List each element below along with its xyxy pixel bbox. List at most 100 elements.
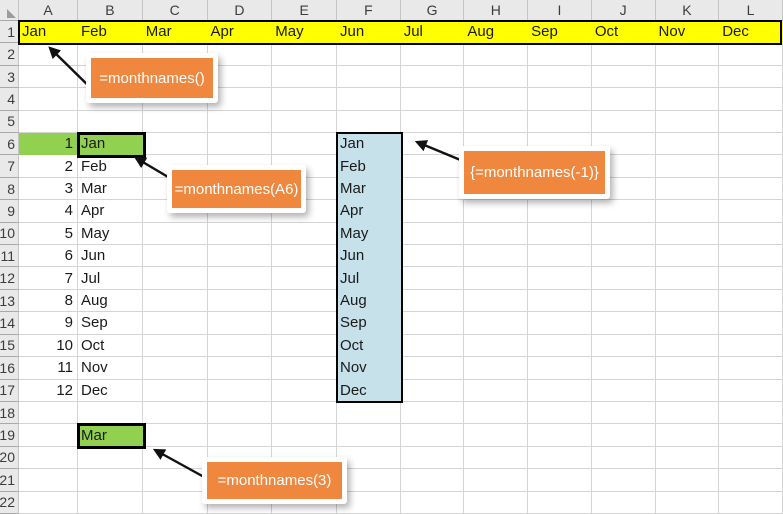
cell-G4[interactable] xyxy=(400,88,465,111)
cell-G7[interactable] xyxy=(400,155,465,178)
cell-J13[interactable] xyxy=(591,289,656,313)
cell-I11[interactable] xyxy=(528,245,592,268)
row-header-17[interactable]: 17 xyxy=(0,379,19,402)
row-header-11[interactable]: 11 xyxy=(0,245,19,268)
cell-F16[interactable]: Nov xyxy=(337,357,401,380)
cell-B12[interactable]: Jul xyxy=(78,267,143,290)
column-header-D[interactable]: D xyxy=(207,0,273,21)
cell-K12[interactable] xyxy=(655,267,720,290)
cell-A18[interactable] xyxy=(19,401,78,425)
cell-D6[interactable] xyxy=(207,133,273,156)
cell-F6[interactable]: Jan xyxy=(337,133,401,156)
cell-A11[interactable]: 6 xyxy=(19,245,78,268)
row-header-5[interactable]: 5 xyxy=(0,110,19,134)
callout-monthnames-3[interactable]: =monthnames(3) xyxy=(202,457,347,504)
row-header-10[interactable]: 10 xyxy=(0,222,19,246)
cell-H13[interactable] xyxy=(464,289,529,313)
cell-F5[interactable] xyxy=(337,110,401,134)
cell-F13[interactable]: Aug xyxy=(337,289,401,313)
cell-L18[interactable] xyxy=(719,401,783,425)
cell-E19[interactable] xyxy=(272,424,337,447)
cell-K19[interactable] xyxy=(655,424,720,447)
cell-G20[interactable] xyxy=(400,446,465,470)
cell-C21[interactable] xyxy=(142,469,208,492)
cell-L4[interactable] xyxy=(719,88,783,111)
row-header-19[interactable]: 19 xyxy=(0,424,19,447)
cell-I21[interactable] xyxy=(528,469,592,492)
cell-C10[interactable] xyxy=(142,222,208,246)
cell-B11[interactable]: Jun xyxy=(78,245,143,268)
cell-D17[interactable] xyxy=(207,379,273,402)
cell-J14[interactable] xyxy=(591,312,656,335)
cell-F7[interactable]: Feb xyxy=(337,155,401,178)
cell-A14[interactable]: 9 xyxy=(19,312,78,335)
cell-G21[interactable] xyxy=(400,469,465,492)
cell-E2[interactable] xyxy=(272,43,337,66)
cell-B22[interactable] xyxy=(78,491,143,514)
cell-C6[interactable] xyxy=(142,133,208,156)
cell-J11[interactable] xyxy=(591,245,656,268)
cell-G11[interactable] xyxy=(400,245,465,268)
cell-K20[interactable] xyxy=(655,446,720,470)
column-header-H[interactable]: H xyxy=(464,0,529,21)
cell-F3[interactable] xyxy=(337,65,401,89)
cell-J19[interactable] xyxy=(591,424,656,447)
row-header-22[interactable]: 22 xyxy=(0,491,19,514)
cell-G8[interactable] xyxy=(400,177,465,201)
cell-L21[interactable] xyxy=(719,469,783,492)
cell-A3[interactable] xyxy=(19,65,78,89)
cell-E13[interactable] xyxy=(272,289,337,313)
cell-K9[interactable] xyxy=(655,200,720,223)
column-header-C[interactable]: C xyxy=(142,0,208,21)
cell-B18[interactable] xyxy=(78,401,143,425)
cell-H19[interactable] xyxy=(464,424,529,447)
cell-B21[interactable] xyxy=(78,469,143,492)
cell-L8[interactable] xyxy=(719,177,783,201)
row-header-3[interactable]: 3 xyxy=(0,65,19,89)
cell-I9[interactable] xyxy=(528,200,592,223)
cell-D14[interactable] xyxy=(207,312,273,335)
cell-C1[interactable]: Mar xyxy=(142,21,208,44)
cell-C11[interactable] xyxy=(142,245,208,268)
cell-A21[interactable] xyxy=(19,469,78,492)
cell-H11[interactable] xyxy=(464,245,529,268)
cell-F11[interactable]: Jun xyxy=(337,245,401,268)
cell-C13[interactable] xyxy=(142,289,208,313)
cell-D5[interactable] xyxy=(207,110,273,134)
cell-L6[interactable] xyxy=(719,133,783,156)
column-header-B[interactable]: B xyxy=(78,0,143,21)
cell-F12[interactable]: Jul xyxy=(337,267,401,290)
row-header-21[interactable]: 21 xyxy=(0,469,19,492)
cell-B15[interactable]: Oct xyxy=(78,334,143,358)
cell-J12[interactable] xyxy=(591,267,656,290)
cell-K1[interactable]: Nov xyxy=(655,21,720,44)
cell-F19[interactable] xyxy=(337,424,401,447)
cell-F22[interactable] xyxy=(337,491,401,514)
cell-L7[interactable] xyxy=(719,155,783,178)
cell-K6[interactable] xyxy=(655,133,720,156)
cell-D2[interactable] xyxy=(207,43,273,66)
row-header-14[interactable]: 14 xyxy=(0,312,19,335)
cell-L11[interactable] xyxy=(719,245,783,268)
cell-A6[interactable]: 1 xyxy=(19,133,78,156)
cell-F8[interactable]: Mar xyxy=(337,177,401,201)
cell-G22[interactable] xyxy=(400,491,465,514)
cell-C15[interactable] xyxy=(142,334,208,358)
cell-A12[interactable]: 7 xyxy=(19,267,78,290)
cell-F14[interactable]: Sep xyxy=(337,312,401,335)
callout-monthnames-array[interactable]: {=monthnames(-1)} xyxy=(459,146,610,199)
cell-C18[interactable] xyxy=(142,401,208,425)
cell-E16[interactable] xyxy=(272,357,337,380)
row-header-7[interactable]: 7 xyxy=(0,155,19,178)
cell-A17[interactable]: 12 xyxy=(19,379,78,402)
cell-A22[interactable] xyxy=(19,491,78,514)
cell-L16[interactable] xyxy=(719,357,783,380)
callout-monthnames[interactable]: =monthnames() xyxy=(86,53,218,103)
column-header-A[interactable]: A xyxy=(19,0,78,21)
cell-E10[interactable] xyxy=(272,222,337,246)
cell-B17[interactable]: Dec xyxy=(78,379,143,402)
cell-B5[interactable] xyxy=(78,110,143,134)
cell-E11[interactable] xyxy=(272,245,337,268)
cell-F2[interactable] xyxy=(337,43,401,66)
cell-I19[interactable] xyxy=(528,424,592,447)
